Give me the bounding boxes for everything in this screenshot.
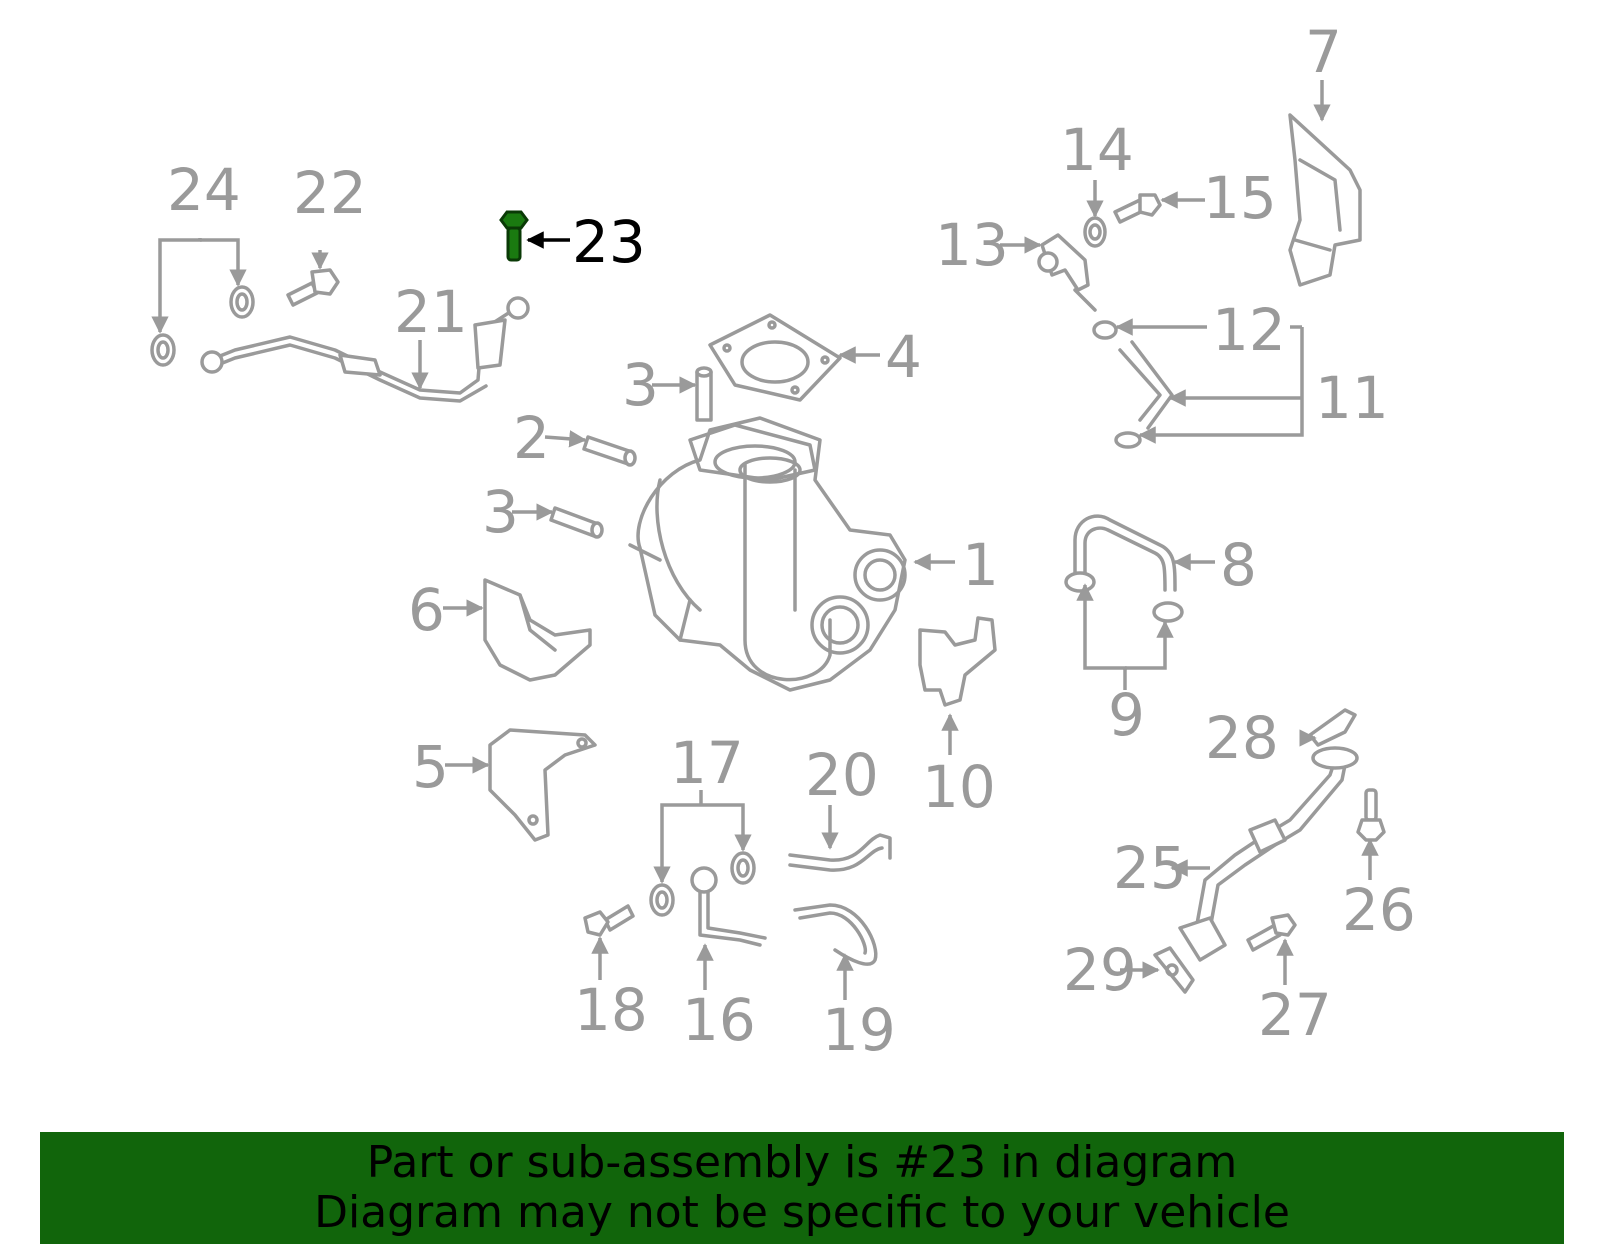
callout-27: 27 [1258, 981, 1332, 1049]
callout-6: 6 [408, 576, 445, 644]
pipe-part-16[interactable] [690, 866, 767, 947]
hose-part-11[interactable] [1114, 340, 1174, 449]
banjo-bolt-part-22[interactable] [286, 268, 340, 307]
bracket-part-10[interactable] [918, 616, 997, 707]
callout-4: 4 [885, 323, 922, 391]
turbocharger-part-1[interactable] [628, 416, 907, 692]
bolt-part-18[interactable] [583, 904, 635, 937]
heat-shield-part-7[interactable] [1288, 113, 1362, 287]
stud-part-2[interactable] [582, 435, 637, 467]
callout-labels: 1 2 3 3 4 5 6 7 8 9 10 11 12 13 14 15 16… [167, 18, 1416, 1064]
oil-feed-pipe-part-21[interactable] [200, 296, 530, 403]
callout-23: 23 [572, 208, 646, 276]
pipe-bracket-part-13[interactable] [1037, 233, 1097, 312]
callout-8: 8 [1220, 531, 1257, 599]
callout-14: 14 [1060, 116, 1134, 184]
callout-12: 12 [1212, 296, 1286, 364]
washer-part-14[interactable] [1083, 216, 1107, 248]
sensor-part-26[interactable] [1356, 788, 1386, 842]
callout-11: 11 [1315, 364, 1389, 432]
gasket-part-28[interactable] [1308, 708, 1357, 747]
leader-lines [151, 80, 1379, 1000]
callout-15: 15 [1203, 164, 1277, 232]
callout-5: 5 [412, 733, 449, 801]
callout-3-top: 3 [622, 351, 659, 419]
callout-3-lower: 3 [482, 478, 519, 546]
stud-part-3-top[interactable] [695, 366, 713, 422]
banner-line-2: Diagram may not be specific to your vehi… [314, 1187, 1290, 1238]
oil-return-pipe-part-25[interactable] [1178, 746, 1359, 962]
callout-20: 20 [805, 741, 879, 809]
callout-2: 2 [513, 404, 550, 472]
bolt-part-15[interactable] [1113, 193, 1162, 224]
bolt-part-27[interactable] [1246, 913, 1297, 952]
callout-21: 21 [394, 278, 468, 346]
gasket-part-29[interactable] [1153, 946, 1195, 994]
callout-10: 10 [922, 753, 996, 821]
gasket-part-4[interactable] [708, 313, 842, 402]
clamp-part-12[interactable] [1092, 320, 1118, 340]
callout-18: 18 [574, 976, 648, 1044]
pipe-part-20[interactable] [788, 833, 892, 872]
callout-26: 26 [1342, 876, 1416, 944]
callout-16: 16 [682, 986, 756, 1054]
callout-29: 29 [1063, 936, 1137, 1004]
callout-7: 7 [1305, 18, 1342, 86]
bolt-part-23[interactable] [499, 210, 529, 262]
washer-part-17[interactable] [649, 851, 756, 917]
banner-line-1: Part or sub-assembly is #23 in diagram [366, 1137, 1238, 1188]
callout-19: 19 [822, 996, 896, 1064]
washer-part-24[interactable] [150, 285, 255, 367]
callout-28: 28 [1205, 704, 1279, 772]
callout-1: 1 [962, 531, 999, 599]
callout-22: 22 [293, 159, 367, 227]
callout-9: 9 [1108, 681, 1145, 749]
callout-17: 17 [670, 729, 744, 797]
stud-part-3-lower[interactable] [549, 506, 604, 539]
pipe-part-19[interactable] [793, 903, 878, 966]
callout-25: 25 [1113, 834, 1187, 902]
callout-13: 13 [935, 211, 1009, 279]
callout-24: 24 [167, 156, 241, 224]
bracket-part-5[interactable] [488, 728, 597, 842]
info-banner: Part or sub-assembly is #23 in diagram D… [40, 1132, 1564, 1244]
heat-shield-part-6[interactable] [483, 578, 592, 682]
